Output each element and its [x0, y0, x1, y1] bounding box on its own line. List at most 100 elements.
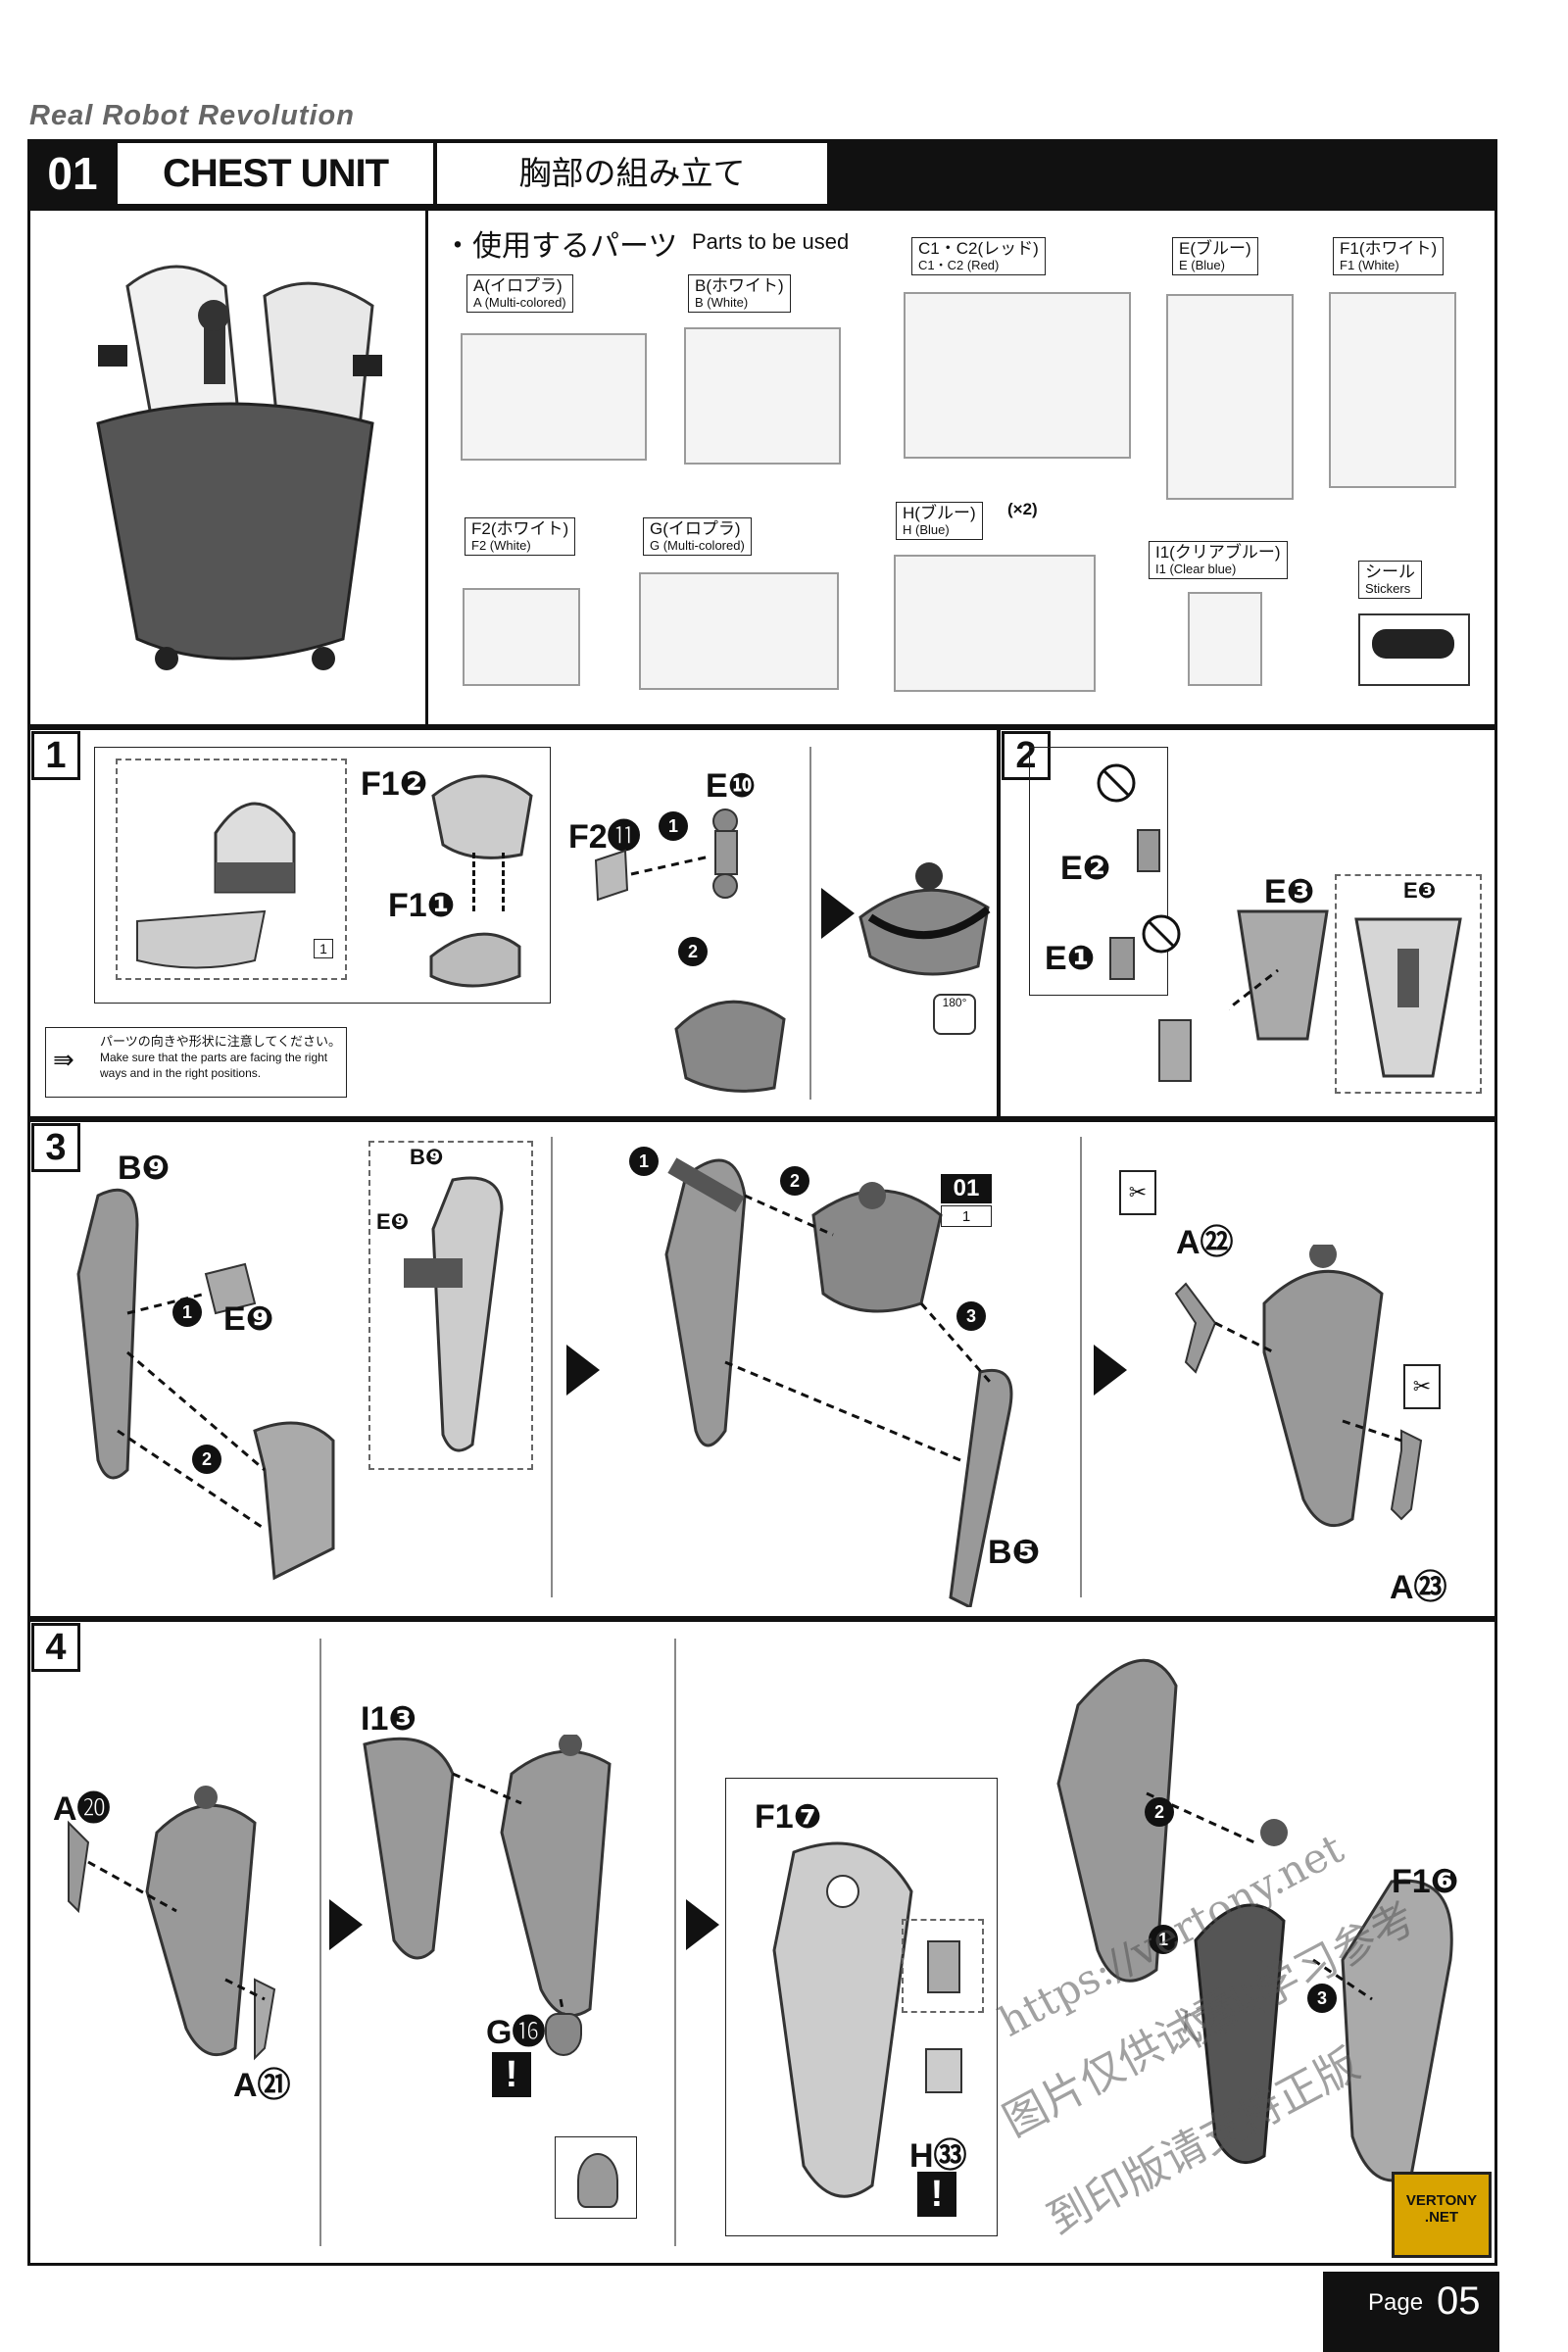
- label-a-20: A⓴: [53, 1790, 111, 1828]
- runner-g-image: [639, 572, 839, 690]
- next-arrow-icon: [566, 1345, 600, 1396]
- inset-part: [927, 1940, 960, 1993]
- divider: [551, 1137, 553, 1597]
- label-e-3: E❸: [1264, 873, 1315, 910]
- step-3-inset-illustration: [404, 1176, 504, 1452]
- runner-label-g: G(イロプラ)G (Multi-colored): [643, 517, 752, 556]
- runner-label-b: B(ホワイト)B (White): [688, 274, 791, 313]
- step-1-detail-illustration: [136, 802, 296, 969]
- no-cut-icon: [1097, 763, 1136, 803]
- notice-text-en: Make sure that the parts are facing the …: [100, 1051, 328, 1080]
- part-e-3-illustration: [1229, 909, 1329, 1041]
- label-b-5: B❺: [988, 1534, 1041, 1571]
- runner-h-image: [894, 555, 1096, 692]
- runner-label-h: H(ブルー)H (Blue): [896, 502, 983, 540]
- cut-icon: ✂: [1119, 1170, 1156, 1215]
- label-a-22: A㉒: [1176, 1224, 1234, 1261]
- label-b-9-inset: B❾: [410, 1145, 444, 1169]
- sequence-marker: 3: [956, 1301, 986, 1331]
- sequence-marker: 2: [780, 1166, 809, 1196]
- sequence-marker: 1: [172, 1298, 202, 1327]
- divider: [674, 1639, 676, 2246]
- dashed-guide: [472, 853, 478, 911]
- label-e-9: E❾: [223, 1300, 274, 1338]
- sequence-marker: 3: [1307, 1984, 1337, 2013]
- rotate-assembly-illustration: [858, 862, 991, 976]
- notice-arrow-icon: ⇛: [53, 1045, 74, 1074]
- runner-label-e: E(ブルー)E (Blue): [1172, 237, 1258, 275]
- label-e-3-inset: E❸: [1403, 878, 1437, 903]
- warning-icon: !: [492, 2052, 531, 2097]
- label-e-1: E❶: [1045, 940, 1096, 977]
- runner-i1-image: [1188, 592, 1262, 686]
- no-cut-icon: [1142, 914, 1181, 954]
- completed-chest-illustration: [96, 265, 382, 670]
- page-number: 05: [1437, 2279, 1481, 2323]
- sequence-marker: 1: [1149, 1925, 1178, 1954]
- label-a-23: A㉓: [1390, 1569, 1447, 1606]
- part-e-1: [1109, 937, 1135, 980]
- section-title-jp: 胸部の組み立て: [437, 143, 827, 204]
- part-f1-2-illustration: [431, 774, 533, 859]
- warning-icon: !: [917, 2172, 956, 2217]
- part-e-3-inset-illustration: [1354, 917, 1462, 1078]
- step-4-detail-box: [725, 1778, 998, 2236]
- rotate-180-icon: 180°: [933, 994, 976, 1035]
- label-f1-1: F1❶: [388, 887, 456, 924]
- label-b-9: B❾: [118, 1150, 171, 1187]
- part-g-16: [545, 2013, 582, 2056]
- step-1-detail-inset: [116, 759, 347, 980]
- sequence-marker: 1: [659, 811, 688, 841]
- step-4-first-illustration: [68, 1786, 276, 2061]
- runner-b-image: [684, 327, 841, 465]
- dashed-guide: [502, 853, 508, 911]
- part-f1-1-illustration: [429, 932, 521, 988]
- page-footer: [1323, 2272, 1499, 2352]
- notice-text-jp: パーツの向きや形状に注意してください。: [100, 1034, 341, 1049]
- label-e-10: E❿: [706, 767, 757, 805]
- step-1-number: 1: [31, 731, 80, 780]
- step-3-right-illustration: [1174, 1245, 1423, 1528]
- step-1-detail-box: [94, 747, 551, 1004]
- label-h-33: H㉝: [909, 2137, 967, 2175]
- step-3-number: 3: [31, 1123, 80, 1172]
- page-label: Page: [1368, 2289, 1424, 2316]
- step-4-final-illustration: [1056, 1658, 1453, 2182]
- cut-icon: ✂: [1403, 1364, 1441, 1409]
- part-f1-7-illustration: [772, 1841, 913, 2198]
- step-2-detail-inset: [1335, 874, 1482, 1094]
- parts-heading-jp: ・使用するパーツ: [443, 230, 678, 263]
- runner-h-quantity: (×2): [1007, 500, 1038, 518]
- label-e-9-inset: E❾: [376, 1209, 410, 1234]
- combined-part: [1158, 1019, 1192, 1082]
- label-i1-3: I1❸: [361, 1700, 417, 1738]
- series-title: Real Robot Revolution: [29, 100, 355, 131]
- vertony-badge: VERTONY .NET: [1392, 2172, 1492, 2258]
- runner-label-f1: F1(ホワイト)F1 (White): [1333, 237, 1445, 275]
- label-g-16: G⓰: [486, 2014, 546, 2051]
- step-4-g-detail-box: [555, 2136, 637, 2219]
- label-f1-6: F1❻: [1392, 1863, 1459, 1900]
- step-2-number: 2: [1002, 731, 1051, 780]
- next-arrow-icon: [329, 1899, 363, 1950]
- runner-f1-image: [1329, 292, 1456, 488]
- runner-e-image: [1166, 294, 1294, 500]
- ref-step-badge: 1: [941, 1205, 992, 1227]
- label-e-2: E❷: [1060, 850, 1111, 887]
- part-e-10-illustration: [594, 808, 738, 902]
- label-f2-11: F2⓫: [568, 818, 641, 856]
- runner-f2-image: [463, 588, 580, 686]
- step-3-left-illustration: [76, 1188, 335, 1581]
- divider: [425, 208, 428, 727]
- step-4-number: 4: [31, 1623, 80, 1672]
- label-f1-7: F1❼: [755, 1798, 822, 1836]
- sticker-sheet: [1358, 613, 1470, 686]
- divider: [319, 1639, 321, 2246]
- ref-box: 1: [314, 939, 333, 958]
- label-f1-2: F1❷: [361, 765, 428, 803]
- step-3-detail-inset: [368, 1141, 533, 1470]
- runner-a-image: [461, 333, 647, 461]
- next-arrow-icon: [821, 888, 855, 939]
- divider: [809, 747, 811, 1100]
